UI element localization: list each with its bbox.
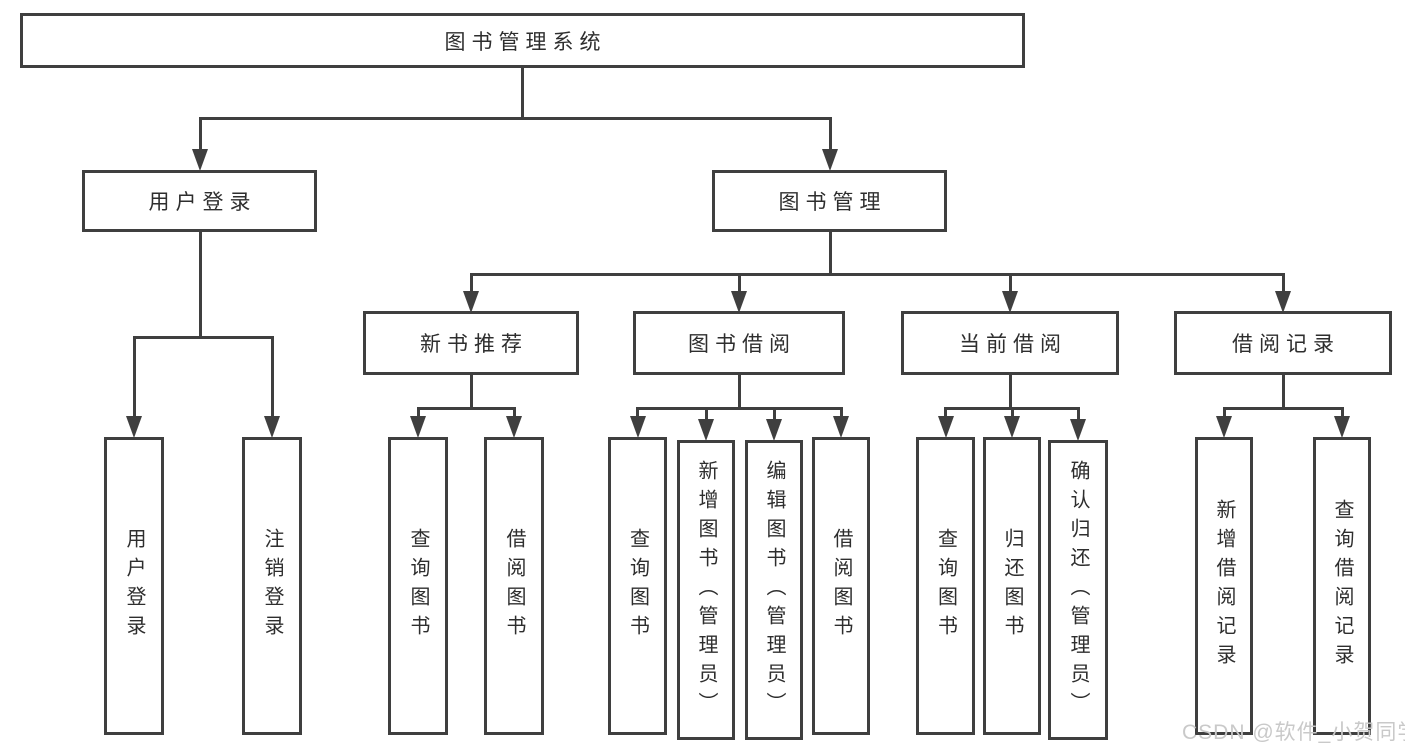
leaf-bb-borrow-book: 借阅图书 [812,437,870,735]
arrow-down-icon [822,149,838,171]
arrow-down-icon [766,419,782,441]
node-borrow-record-label: 借阅记录 [1232,333,1340,356]
arrow-down-icon [937,416,954,438]
connector-vline [737,375,741,408]
connector-vline [828,232,832,274]
leaf-user-login: 用户登录 [104,437,164,735]
arrow-down-icon [1002,291,1018,313]
connector-vline [198,117,202,152]
connector-hline [132,336,274,339]
leaf-cb-return-book: 归还图书 [983,437,1041,735]
leaf-br-add-record-label: 新增借阅记录 [1213,499,1235,673]
arrow-down-icon [1070,419,1086,441]
node-new-book-recommend-label: 新书推荐 [420,333,528,356]
csdn-watermark: CSDN @软件_小贺同学 [1182,721,1405,744]
arrow-down-icon [1004,416,1020,438]
connector-vline [520,65,524,117]
connector-vline [1222,407,1226,419]
arrow-down-icon [698,419,714,441]
connector-vline [828,117,832,152]
leaf-user-login-label: 用户登录 [123,528,145,644]
arrow-down-icon [506,416,522,438]
arrow-down-icon [1216,416,1232,438]
leaf-nb-borrow-book: 借阅图书 [484,437,544,735]
connector-hline [198,117,832,120]
leaf-br-query-record-label: 查询借阅记录 [1331,499,1353,673]
connector-vline [198,232,202,336]
leaf-br-query-record: 查询借阅记录 [1313,437,1371,735]
arrow-down-icon [410,416,426,438]
connector-vline [1340,407,1344,419]
arrow-down-icon [833,416,849,438]
connector-vline [270,336,274,418]
leaf-bb-borrow-book-label: 借阅图书 [830,528,852,644]
connector-hline [469,273,1284,276]
connector-vline [512,407,516,419]
leaf-bb-query-book: 查询图书 [608,437,667,735]
leaf-nb-query-book-label: 查询图书 [407,528,429,644]
connector-vline [416,407,420,419]
node-book-borrow: 图书借阅 [633,311,845,375]
leaf-bb-edit-book-admin-label: 编辑图书（管理员） [763,459,785,721]
leaf-bb-add-book-admin: 新增图书（管理员） [677,440,735,740]
node-book-borrow-label: 图书借阅 [688,333,796,356]
node-root-label: 图书管理系统 [444,30,607,54]
connector-vline [1076,407,1080,421]
arrow-down-icon [1275,291,1291,313]
connector-vline [132,336,136,418]
connector-vline [636,407,639,419]
leaf-br-add-record: 新增借阅记录 [1195,437,1253,735]
leaf-logout-label: 注销登录 [261,528,283,644]
node-root: 图书管理系统 [20,13,1025,68]
leaf-bb-edit-book-admin: 编辑图书（管理员） [745,440,803,740]
connector-vline [1008,273,1012,293]
arrow-down-icon [731,291,747,313]
leaf-cb-return-book-label: 归还图书 [1001,528,1023,644]
connector-vline [737,273,741,293]
node-new-book-recommend: 新书推荐 [363,311,579,375]
arrow-down-icon [126,416,142,438]
connector-vline [704,407,708,421]
leaf-cb-query-book: 查询图书 [916,437,975,735]
leaf-cb-query-book-label: 查询图书 [934,528,957,644]
connector-vline [1010,407,1014,419]
node-current-borrow: 当前借阅 [901,311,1119,375]
connector-vline [469,375,473,408]
leaf-bb-query-book-label: 查询图书 [626,528,649,644]
connector-vline [469,273,473,293]
arrow-down-icon [1334,416,1350,438]
leaf-nb-borrow-book-label: 借阅图书 [503,528,525,644]
leaf-bb-add-book-admin-label: 新增图书（管理员） [695,459,717,721]
node-book-management: 图书管理 [712,170,947,232]
node-current-borrow-label: 当前借阅 [959,333,1067,356]
arrow-down-icon [629,416,646,438]
connector-hline [416,407,516,410]
connector-vline [1281,375,1285,408]
leaf-cb-confirm-return-admin: 确认归还（管理员） [1048,440,1108,740]
connector-hline [636,407,843,410]
node-book-management-label: 图书管理 [778,191,887,214]
connector-vline [772,407,776,421]
connector-vline [1008,375,1012,408]
leaf-nb-query-book: 查询图书 [388,437,448,735]
connector-vline [944,407,947,419]
node-user-login: 用户登录 [82,170,317,232]
leaf-cb-confirm-return-admin-label: 确认归还（管理员） [1067,459,1089,721]
arrow-down-icon [463,291,479,313]
connector-hline [1222,407,1344,410]
node-user-login-label: 用户登录 [148,191,257,214]
connector-vline [1281,273,1285,293]
connector-vline [839,407,843,419]
node-borrow-record: 借阅记录 [1174,311,1392,375]
arrow-down-icon [192,149,208,171]
arrow-down-icon [264,416,280,438]
leaf-logout: 注销登录 [242,437,302,735]
